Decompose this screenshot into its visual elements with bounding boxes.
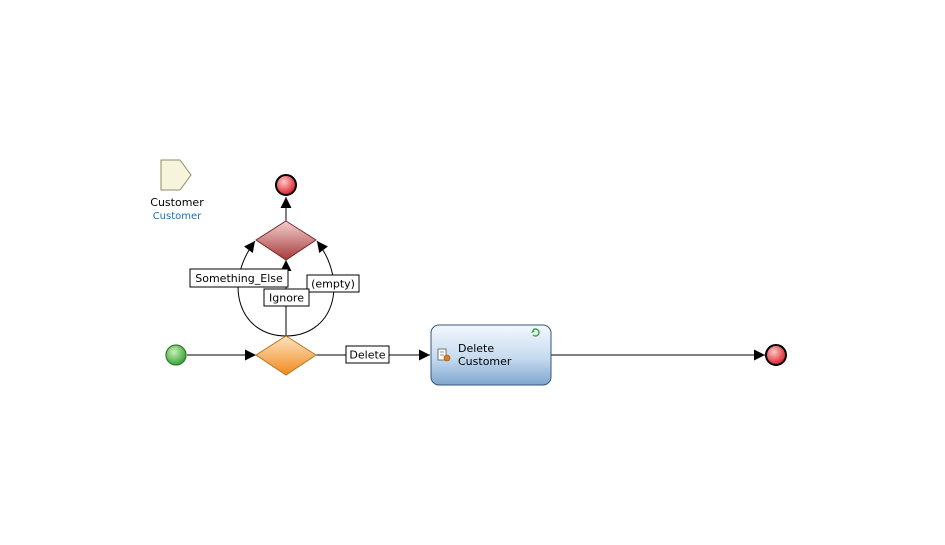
parameter-name: Customer [150, 196, 204, 209]
activity-caption-line1: Delete [458, 342, 494, 355]
flow-label-ignore[interactable]: Ignore [263, 288, 310, 307]
activity-caption-line2: Customer [458, 355, 512, 368]
start-event[interactable] [165, 344, 187, 366]
refresh-icon [531, 328, 540, 337]
merge-gateway[interactable] [255, 220, 317, 261]
flow-label-empty[interactable]: (empty) [306, 274, 360, 293]
svg-text:Something_Else: Something_Else [195, 272, 283, 285]
flow-label-something-else[interactable]: Something_Else [189, 268, 289, 288]
flow-something-else[interactable] [237, 240, 287, 337]
parameter-customer[interactable]: Customer Customer [150, 159, 204, 222]
exclusive-split[interactable] [255, 335, 317, 376]
activity-delete-customer[interactable]: Delete Customer [430, 324, 552, 386]
svg-text:Ignore: Ignore [269, 292, 304, 305]
svg-text:(empty): (empty) [311, 278, 355, 291]
delete-object-icon [437, 348, 451, 362]
parameter-icon [160, 159, 192, 191]
svg-text:Delete: Delete [349, 349, 385, 362]
parameter-type: Customer [153, 211, 202, 222]
end-event-right[interactable] [765, 344, 787, 366]
end-event-top[interactable] [275, 174, 297, 196]
flow-label-delete[interactable]: Delete [345, 345, 390, 364]
flow-empty[interactable] [285, 240, 335, 337]
